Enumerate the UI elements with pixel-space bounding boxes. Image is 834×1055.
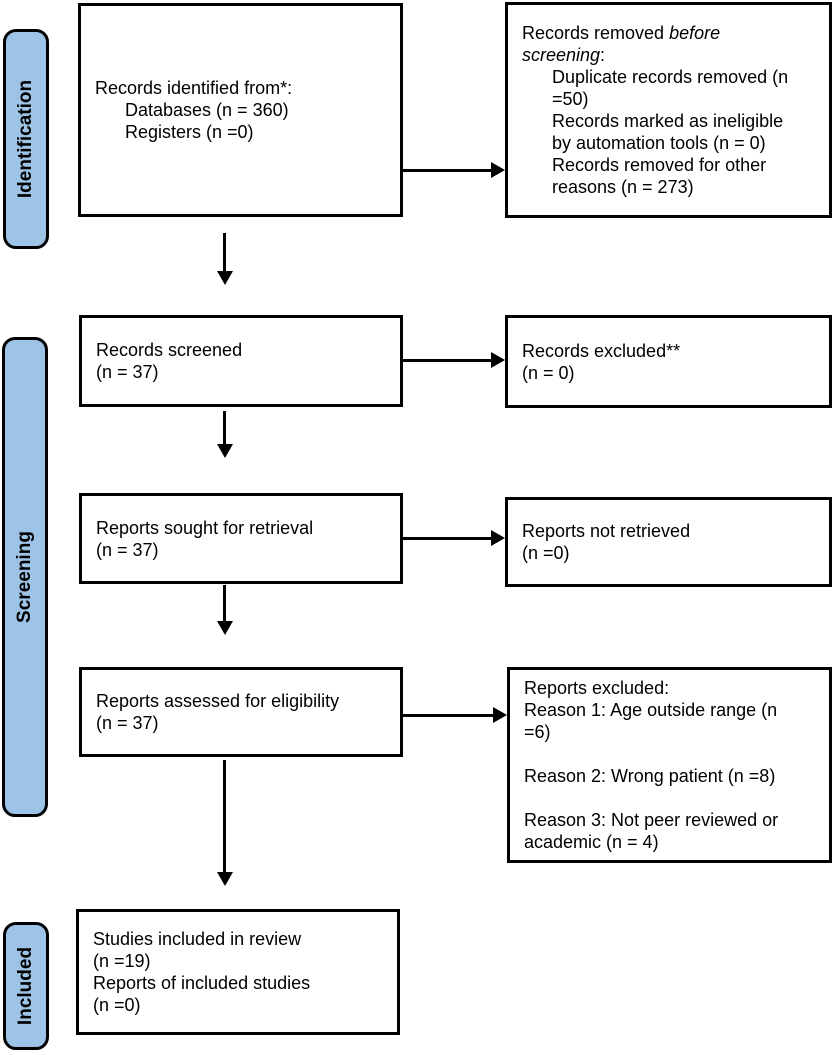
box-line: Reason 1: Age outside range (n =6): [524, 700, 778, 742]
box-text: Records removed: [522, 23, 670, 43]
box-line: Reason 2: Wrong patient (n =8): [524, 766, 776, 786]
arrow-identified-to-removed: [403, 168, 491, 172]
box-line: Records screened: [96, 340, 243, 360]
box-line: Databases (n = 360): [125, 100, 289, 120]
box-line: Records identified from*:: [95, 78, 293, 98]
arrow-assessed-to-reports-excluded: [403, 713, 493, 717]
box-records-removed: Records removed before screening: Duplic…: [505, 2, 832, 218]
box-line: Records removed for other reasons (n = 2…: [552, 155, 767, 197]
box-line: Reports sought for retrieval: [96, 517, 314, 538]
stage-identification-label: Identification: [15, 79, 37, 199]
box-records-identified: Records identified from*: Databases (n =…: [78, 3, 403, 217]
box-line: Reports assessed for eligibility: [96, 691, 340, 711]
box-line: Reports of included studies: [93, 973, 311, 993]
arrow-screened-to-sought: [223, 411, 226, 444]
stage-identification: Identification: [3, 29, 49, 249]
box-line: Reports excluded:: [524, 678, 670, 698]
box-records-excluded: Records excluded** (n = 0): [505, 315, 832, 408]
box-line: Duplicate records removed (n =50): [552, 67, 789, 109]
box-line: (n =19): [93, 951, 151, 971]
box-line: (n = 37): [96, 362, 159, 382]
box-line: Studies included in review: [93, 929, 302, 949]
box-line: Records removed before screening:: [522, 22, 786, 66]
stage-included-label: Included: [15, 946, 36, 1026]
box-line: Registers (n =0): [125, 122, 254, 142]
box-text: :: [600, 45, 606, 65]
arrow-sought-to-not-retrieved: [403, 536, 491, 540]
box-records-screened: Records screened (n = 37): [79, 315, 403, 407]
box-line: Reason 3: Not peer reviewed or academic …: [524, 810, 779, 852]
box-text-italic: before screening: [522, 23, 721, 65]
box-reports-not-retrieved: Reports not retrieved (n =0): [505, 497, 832, 587]
box-line: (n = 37): [96, 539, 159, 560]
arrow-sought-to-assessed: [223, 585, 226, 621]
box-reports-excluded: Reports excluded: Reason 1: Age outside …: [507, 667, 832, 863]
box-reports-assessed: Reports assessed for eligibility (n = 37…: [79, 667, 403, 757]
box-line: Reports not retrieved: [522, 521, 691, 541]
arrow-identified-to-screened: [223, 233, 226, 271]
stage-screening-label: Screening: [14, 531, 35, 623]
box-reports-sought: Reports sought for retrieval (n = 37): [79, 493, 403, 584]
stage-screening: Screening: [2, 337, 48, 817]
box-line: (n = 37): [96, 713, 159, 733]
box-line: Records marked as ineligible by automati…: [552, 111, 784, 153]
box-line: (n =0): [522, 543, 570, 563]
arrow-screened-to-excluded: [403, 358, 491, 362]
box-line: (n = 0): [522, 362, 575, 383]
stage-included: Included: [3, 922, 49, 1050]
box-studies-included: Studies included in review (n =19) Repor…: [76, 909, 400, 1035]
arrow-assessed-to-included: [223, 760, 226, 872]
box-line: (n =0): [93, 995, 141, 1015]
reason-list: Reason 1: Age outside range (n =6) Reaso…: [524, 699, 821, 853]
box-line: Records excluded**: [522, 340, 681, 361]
